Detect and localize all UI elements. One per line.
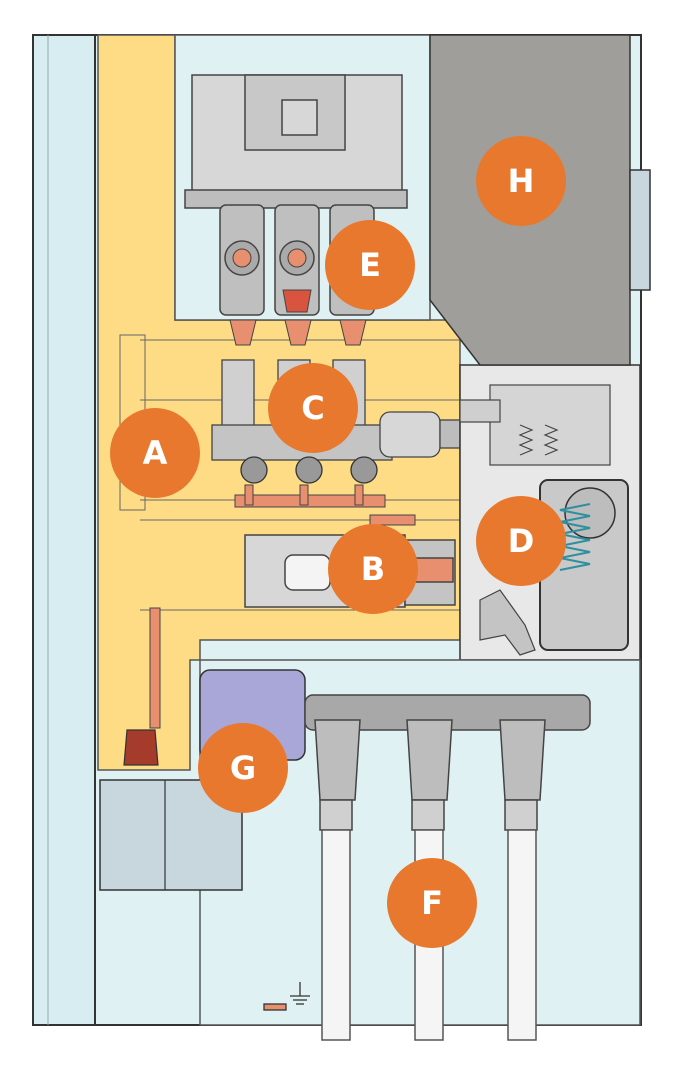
busbar-bushing-2 bbox=[274, 204, 320, 316]
insulator-discs bbox=[240, 456, 378, 484]
top-disconnector-handle bbox=[281, 99, 318, 136]
copper-connectors bbox=[229, 319, 367, 346]
earth-symbol-icon bbox=[263, 982, 310, 1011]
mechanism-lever bbox=[479, 589, 536, 656]
spring-mechanism-upper bbox=[489, 384, 611, 466]
busbar-bushing-1 bbox=[219, 204, 265, 316]
label-g[interactable]: G bbox=[198, 723, 288, 813]
label-d[interactable]: D bbox=[476, 496, 566, 586]
surge-arrester bbox=[123, 729, 159, 766]
cable-terminations bbox=[314, 719, 546, 831]
spring-coil-upper bbox=[518, 424, 559, 456]
label-h[interactable]: H bbox=[476, 136, 566, 226]
label-c[interactable]: C bbox=[268, 363, 358, 453]
copper-links bbox=[234, 484, 416, 526]
label-a[interactable]: A bbox=[110, 408, 200, 498]
ct-cable-path bbox=[149, 607, 161, 729]
right-door-hinge bbox=[629, 169, 651, 291]
left-wall-panel bbox=[32, 34, 96, 1026]
spring-coil-lower bbox=[559, 503, 591, 571]
drive-shaft-spring bbox=[459, 399, 501, 423]
label-e[interactable]: E bbox=[325, 220, 415, 310]
label-f[interactable]: F bbox=[387, 858, 477, 948]
label-b[interactable]: B bbox=[328, 524, 418, 614]
